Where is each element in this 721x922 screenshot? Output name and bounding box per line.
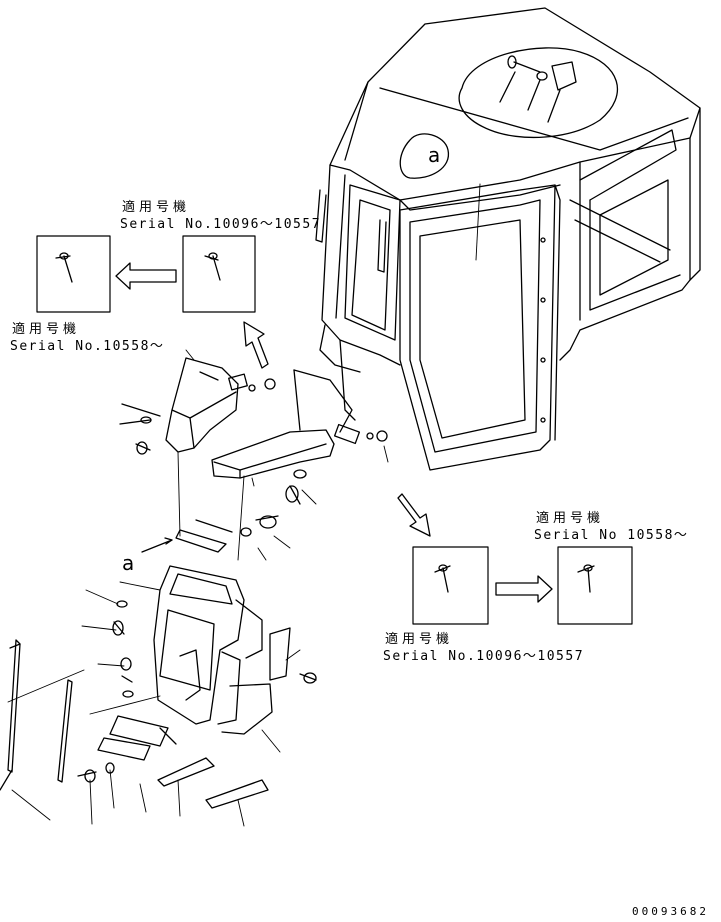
- bolt-set-center: [240, 469, 307, 537]
- console-side-rail: [0, 639, 73, 791]
- detail-box-top-left-target: [36, 235, 111, 313]
- bolt-set-left: [119, 403, 161, 455]
- label-applicable-top-target: 適用号機: [12, 322, 81, 337]
- duct-lower-middle: [211, 369, 388, 479]
- serial-bottom-source: Serial No.10096～10557: [383, 649, 585, 664]
- view-marker-a-top: a: [428, 143, 440, 167]
- label-applicable-bottom-source: 適用号機: [385, 632, 454, 647]
- cab-frame: a: [315, 7, 701, 471]
- leader-lines: [7, 183, 481, 827]
- label-applicable-bottom-target: 適用号機: [536, 511, 605, 526]
- drawing-code: 00093682: [632, 905, 709, 918]
- console-main-column: [153, 565, 273, 735]
- console-cover-top: [175, 519, 233, 553]
- lower-brackets: [97, 627, 317, 809]
- detail-box-bottom-right-target: [557, 546, 633, 625]
- detail-box-top-left-source: [182, 235, 256, 313]
- arrow-up-to-detail: [243, 321, 269, 369]
- label-applicable-top-source: 適用号機: [122, 200, 191, 215]
- arrow-down-to-detail: [397, 493, 431, 537]
- serial-top-source: Serial No.10096～10557: [120, 217, 322, 232]
- serial-bottom-target: Serial No 10558～: [534, 528, 689, 543]
- detail-box-bottom-right-source: [412, 546, 489, 625]
- duct-upper-left: [165, 357, 276, 453]
- arrow-right-bottom: [495, 575, 553, 603]
- arrow-a-left: [164, 537, 173, 545]
- fasteners-lower-left: [77, 600, 134, 783]
- leader-a-left: [141, 539, 173, 553]
- view-marker-a-left: a: [122, 551, 134, 575]
- arrow-left-top: [115, 262, 177, 290]
- serial-top-target: Serial No.10558～: [10, 339, 165, 354]
